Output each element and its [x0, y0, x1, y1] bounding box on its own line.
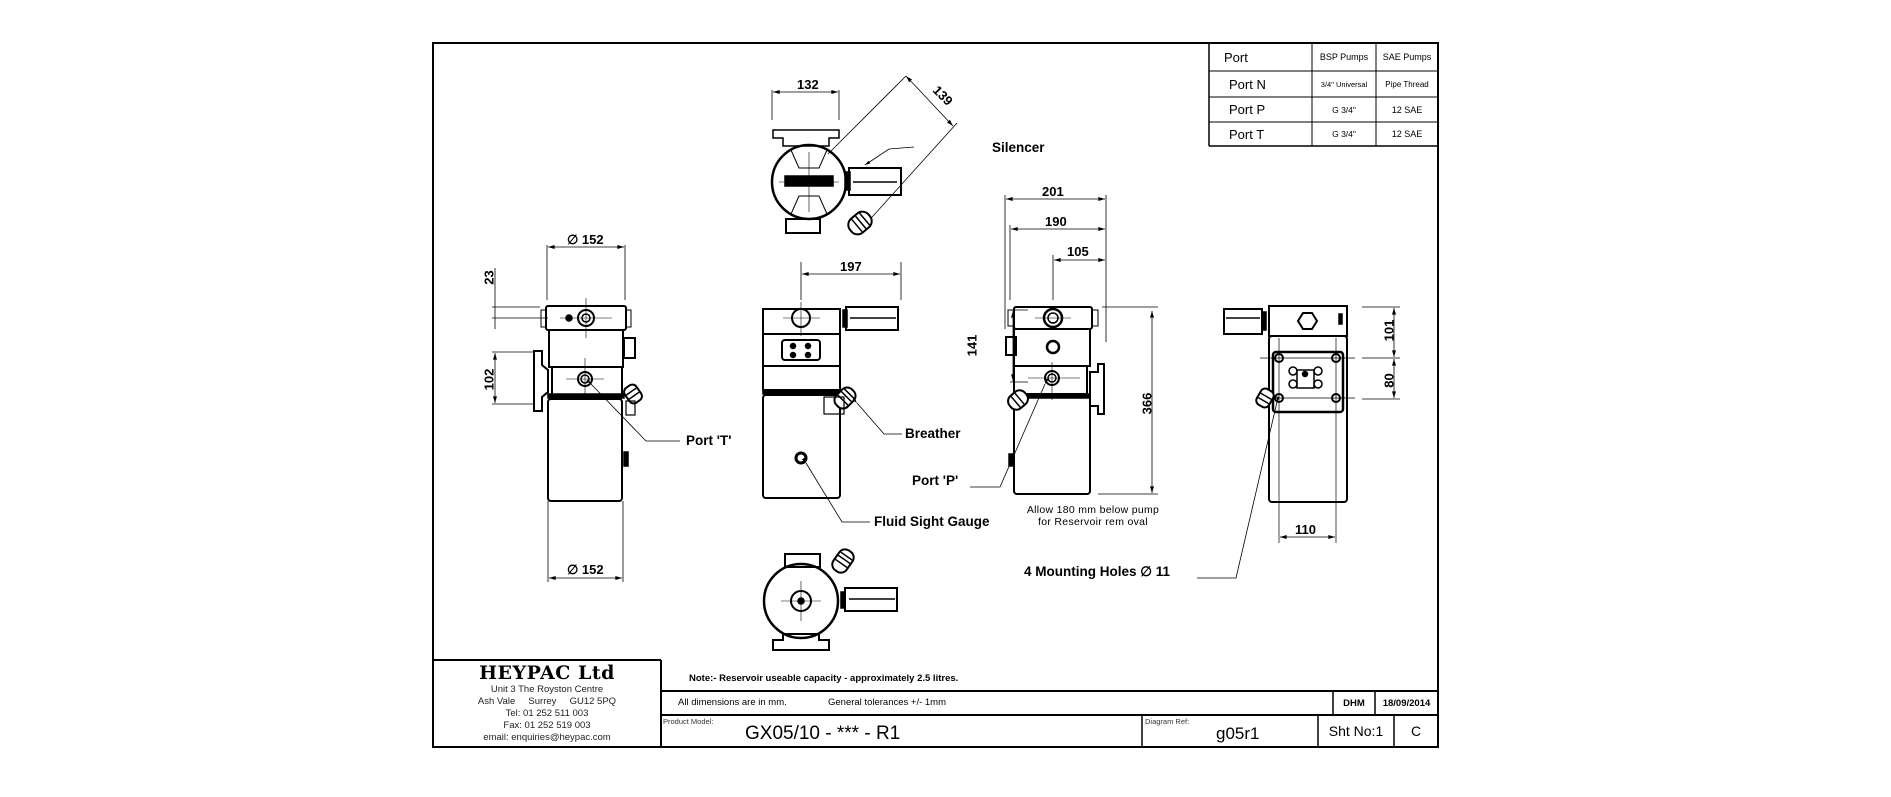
drawing-frame	[432, 42, 1439, 748]
reservoir-note-line2: for Reservoir rem oval	[1038, 516, 1148, 528]
ports-header-sae: SAE Pumps	[1382, 52, 1432, 62]
dim-201: 201	[1042, 184, 1064, 199]
ports-row-n-bsp: 3/4" Universal	[1320, 79, 1368, 89]
sheet-number: Sht No:1	[1328, 723, 1384, 739]
bottom-view	[762, 548, 898, 651]
ports-row-p-sae: 12 SAE	[1391, 104, 1423, 115]
top-view	[770, 75, 958, 236]
front-view	[762, 262, 902, 523]
dim-132: 132	[797, 77, 819, 92]
ports-row-t-port: Port T	[1229, 126, 1265, 142]
dim-102: 102	[481, 368, 497, 391]
ports-row-t-bsp: G 3/4"	[1332, 129, 1356, 139]
ports-row-n-sae: Pipe Thread	[1385, 79, 1429, 89]
product-model: GX05/10 - *** - R1	[745, 723, 901, 744]
company-address-2: Ash Vale Surrey GU12 5PQ	[477, 696, 617, 707]
callout-port-p: Port 'P'	[912, 473, 959, 488]
callout-mounting-holes: 4 Mounting Holes ∅ 11	[1024, 564, 1171, 579]
dim-dia-152-bottom: ∅ 152	[567, 562, 604, 577]
dim-190: 190	[1045, 214, 1067, 229]
company-block: HEYPAC Ltd Unit 3 The Royston Centre Ash…	[433, 662, 661, 744]
company-email: email: enquiries@heypac.com	[483, 732, 611, 743]
company-tel: Tel: 01 252 511 003	[505, 708, 589, 719]
reservoir-note-line1: Allow 180 mm below pump	[1026, 504, 1160, 516]
title-block-grid	[433, 659, 1438, 747]
revision: C	[1410, 723, 1422, 739]
dim-23: 23	[481, 270, 497, 285]
tolerances-note: General tolerances +/- 1mm	[828, 697, 947, 708]
reservoir-note: Allow 180 mm below pump for Reservoir re…	[1023, 504, 1163, 528]
left-side-view	[492, 245, 680, 582]
dim-366: 366	[1139, 392, 1155, 415]
diagram-ref-label: Diagram Ref:	[1145, 717, 1190, 726]
ports-row-t-sae: 12 SAE	[1391, 129, 1423, 139]
callout-port-t: Port 'T'	[686, 433, 732, 448]
dim-101: 101	[1381, 319, 1397, 342]
drawn-by: DHM	[1343, 697, 1365, 709]
ports-header-port: Port	[1224, 49, 1248, 65]
product-model-label: Product Model:	[663, 717, 714, 726]
dim-dia-152-top: ∅ 152	[567, 232, 604, 247]
callout-fluid-sight-gauge: Fluid Sight Gauge	[874, 514, 990, 529]
ports-row-p-port: Port P	[1229, 102, 1266, 117]
dim-110: 110	[1295, 522, 1316, 537]
drawing-date: 18/09/2014	[1382, 697, 1431, 709]
dim-141: 141	[964, 334, 980, 357]
dim-105: 105	[1067, 244, 1089, 259]
dim-80: 80	[1381, 373, 1397, 388]
ports-table-grid	[1208, 43, 1438, 147]
callout-silencer: Silencer	[992, 140, 1045, 155]
ports-row-n-port: Port N	[1229, 76, 1266, 92]
company-address-1: Unit 3 The Royston Centre	[490, 684, 604, 695]
company-fax: Fax: 01 252 519 003	[503, 720, 591, 731]
rear-view	[1197, 305, 1400, 579]
capacity-note: Note:- Reservoir useable capacity - appr…	[689, 673, 959, 684]
dimensions-note: All dimensions are in mm.	[678, 697, 787, 708]
diagram-ref: g05r1	[1216, 724, 1260, 743]
dim-197: 197	[840, 259, 862, 274]
callout-breather: Breather	[905, 426, 961, 441]
ports-header-bsp: BSP Pumps	[1319, 52, 1369, 62]
ports-row-p-bsp: G 3/4"	[1332, 104, 1356, 115]
company-name: HEYPAC Ltd	[479, 662, 615, 684]
right-side-view	[970, 195, 1158, 495]
